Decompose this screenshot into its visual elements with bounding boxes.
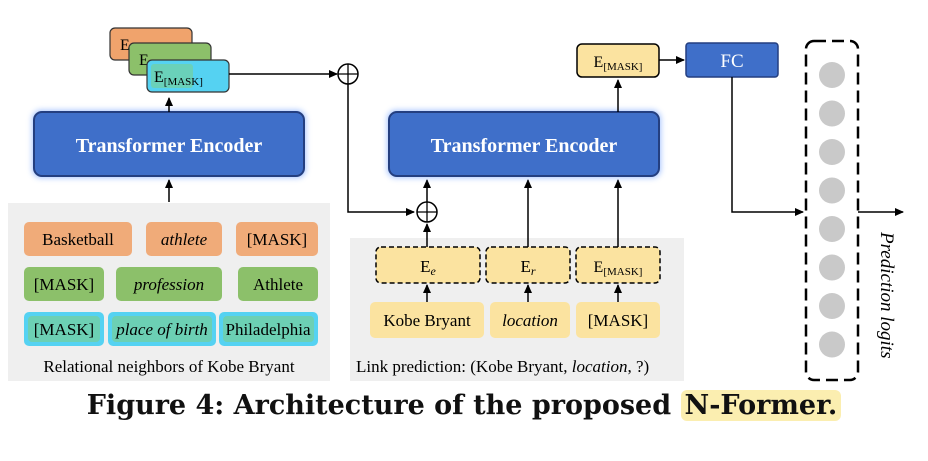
logit-node — [819, 62, 845, 88]
prediction-logits-label: Prediction logits — [876, 231, 897, 358]
svg-text:place of birth: place of birth — [115, 320, 208, 339]
svg-text:E: E — [139, 52, 149, 69]
logits-column — [804, 39, 860, 382]
fc-layer: FC — [685, 42, 779, 78]
output-embedding-mask: E[MASK] — [576, 43, 660, 78]
plus-node-top — [337, 63, 359, 85]
svg-text:Transformer Encoder: Transformer Encoder — [431, 135, 618, 157]
svg-text:Athlete: Athlete — [253, 275, 303, 294]
logit-node — [819, 100, 845, 127]
logit-node — [819, 331, 845, 358]
svg-text:Philadelphia: Philadelphia — [226, 320, 311, 339]
embedding-card-mask: E[MASK] — [146, 59, 230, 93]
figure-caption-highlight: N-Former. — [680, 390, 842, 421]
token-philadelphia: Philadelphia — [219, 312, 318, 346]
svg-text:[MASK]: [MASK] — [34, 275, 94, 294]
token-mask-3: [MASK] — [24, 312, 104, 346]
embedding-e-entity: Ee — [375, 246, 481, 284]
arrow-plus-to-plus — [347, 84, 415, 216]
svg-text:profession: profession — [133, 275, 204, 294]
embedding-e-mask: E[MASK] — [575, 246, 661, 284]
token-basketball: Basketball — [24, 222, 132, 256]
input-kobe-bryant: Kobe Bryant — [370, 302, 484, 338]
left-transformer-encoder: Transformer Encoder — [32, 110, 306, 178]
embedding-e-relation: Er — [485, 246, 571, 284]
svg-text:E: E — [120, 37, 130, 54]
logit-node — [819, 177, 845, 204]
svg-text:FC: FC — [720, 51, 743, 72]
token-profession: profession — [116, 267, 222, 301]
logit-node — [819, 216, 845, 242]
token-athlete: athlete — [146, 222, 222, 256]
plus-node-bottom — [416, 201, 438, 223]
arrow-fc-to-logits — [731, 77, 804, 216]
input-location: location — [490, 302, 570, 338]
svg-text:[MASK]: [MASK] — [34, 320, 94, 339]
link-prediction-caption: Link prediction: (Kobe Bryant, location,… — [356, 357, 649, 376]
logit-nodes — [819, 62, 845, 358]
token-mask-2: [MASK] — [24, 267, 104, 301]
svg-text:Kobe Bryant: Kobe Bryant — [383, 311, 471, 330]
svg-text:athlete: athlete — [161, 230, 208, 249]
embedding-stack: E E E[MASK] — [109, 27, 230, 93]
input-mask: [MASK] — [576, 302, 660, 338]
neighbors-caption: Relational neighbors of Kobe Bryant — [43, 357, 294, 376]
token-place-of-birth: place of birth — [108, 312, 216, 346]
logit-node — [819, 293, 845, 319]
token-athlete-cap: Athlete — [238, 267, 318, 301]
svg-text:[MASK]: [MASK] — [588, 311, 648, 330]
svg-text:[MASK]: [MASK] — [247, 230, 307, 249]
svg-text:Basketball: Basketball — [42, 230, 114, 249]
svg-text:location: location — [502, 311, 558, 330]
logit-node — [819, 139, 845, 165]
architecture-diagram: Basketball athlete [MASK] [MASK] profess… — [8, 27, 904, 382]
logit-node — [819, 254, 845, 281]
token-mask-1: [MASK] — [236, 222, 318, 256]
figure-caption: Figure 4: Architecture of the proposed N… — [0, 390, 928, 421]
svg-text:Transformer Encoder: Transformer Encoder — [76, 135, 263, 157]
right-transformer-encoder: Transformer Encoder — [387, 110, 661, 178]
